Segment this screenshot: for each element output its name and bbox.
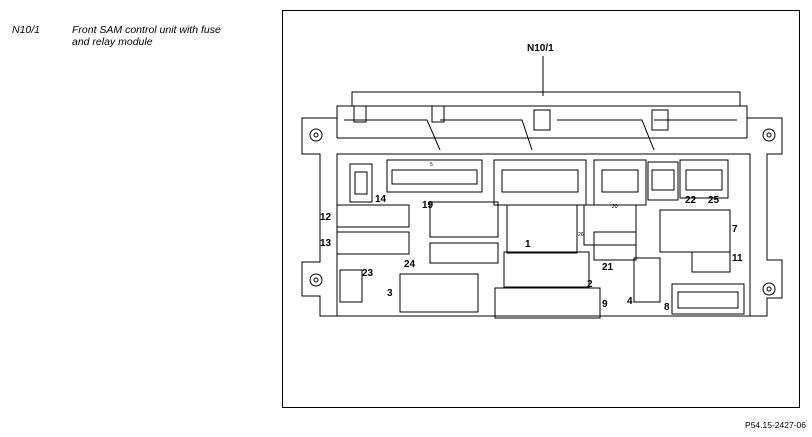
- label-11: 11: [732, 253, 743, 264]
- label-12: 12: [320, 212, 332, 223]
- label-7: 7: [732, 224, 738, 235]
- connector-9: [494, 287, 601, 319]
- connector-8: [671, 283, 745, 315]
- connector-1: [506, 204, 578, 254]
- connector-14-pins: [354, 171, 368, 195]
- label-13: 13: [320, 238, 332, 249]
- connector-3: [399, 273, 479, 313]
- mounting-hole-bottom-right-inner: [766, 286, 772, 292]
- label-21: 21: [602, 262, 614, 273]
- label-9: 9: [602, 299, 608, 310]
- callout-label: N10/1: [527, 43, 554, 54]
- connector-23: [339, 269, 363, 303]
- mounting-hole-top-right-inner: [766, 132, 772, 138]
- connector-25-housing: [679, 159, 729, 199]
- mounting-hole-bottom-left-inner: [313, 277, 319, 283]
- mounting-hole-top-left-inner: [313, 132, 319, 138]
- label-24: 24: [404, 259, 416, 270]
- label-20: 20: [612, 204, 618, 210]
- connector-25-pins: [685, 169, 723, 191]
- mounting-hole-bottom-left: [309, 273, 323, 287]
- connector-11: [691, 251, 731, 273]
- connector-19: [429, 201, 499, 238]
- label-4: 4: [627, 296, 633, 307]
- legend-description: Front SAM control unit with fuse and rel…: [72, 24, 272, 48]
- legend-code: N10/1: [12, 24, 41, 36]
- label-3: 3: [387, 288, 393, 299]
- connector-top-middle: [493, 159, 587, 206]
- label-26: 26: [578, 232, 584, 238]
- label-1: 1: [525, 239, 531, 250]
- connector-top-middle-pins: [501, 169, 579, 193]
- connector-26: [583, 204, 637, 246]
- mounting-hole-top-right: [762, 128, 776, 142]
- label-14: 14: [375, 194, 387, 205]
- label-23: 23: [362, 268, 374, 279]
- connector-20-pins: [601, 169, 639, 193]
- connector-5: [386, 159, 483, 193]
- connector-12: [336, 204, 410, 228]
- connector-8-pins: [677, 291, 739, 309]
- connector-2: [503, 251, 590, 288]
- figure-reference: P54.15-2427-06: [745, 420, 806, 430]
- connector-7: [659, 209, 731, 253]
- label-22: 22: [685, 195, 697, 206]
- connector-22-housing: [647, 161, 679, 201]
- component-4: [633, 257, 661, 303]
- label-2: 2: [587, 279, 593, 290]
- mounting-hole-bottom-right: [762, 282, 776, 296]
- connector-14-housing: [349, 163, 373, 203]
- sam-unit-diagram: N10/1: [301, 43, 783, 319]
- mounting-hole-top-left: [309, 128, 323, 142]
- connector-21: [593, 231, 637, 261]
- unit-body-outline: [301, 117, 783, 317]
- connector-13: [336, 231, 410, 255]
- legend-description-line-1: Front SAM control unit with fuse: [72, 24, 221, 36]
- diagram-frame: [282, 10, 800, 408]
- label-8: 8: [664, 302, 670, 313]
- connector-24: [429, 242, 499, 264]
- legend-description-line-2: and relay module: [72, 36, 153, 48]
- label-25: 25: [708, 195, 720, 206]
- label-5: 5: [430, 162, 433, 168]
- label-19: 19: [422, 200, 434, 211]
- connector-5-pins: [391, 169, 478, 185]
- top-connector-housing: [336, 91, 748, 151]
- connector-22-pins: [651, 169, 675, 191]
